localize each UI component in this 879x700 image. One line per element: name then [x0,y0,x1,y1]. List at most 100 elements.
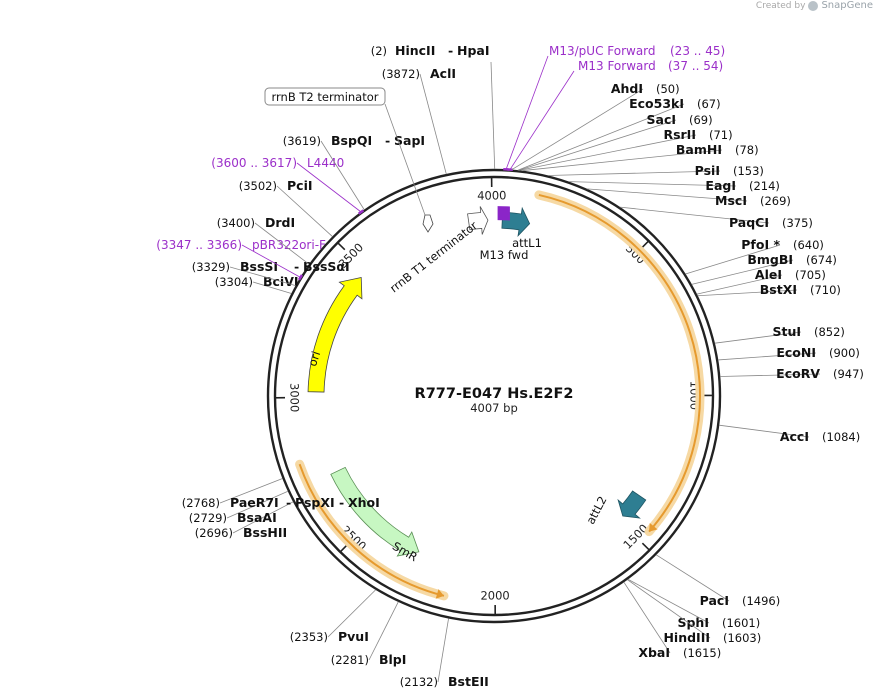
site-name-label: BstXI [760,282,797,297]
orf-arrowhead [435,589,444,599]
site-leader [718,352,817,361]
site-leader [568,181,737,187]
site-psii: PsiI (153) [547,163,764,178]
site-name-label: BssHII [243,525,287,540]
site-leader [419,73,447,175]
site-name-label: PacI [700,593,729,608]
site-leader [219,478,283,504]
site-name-label: StuI [772,324,801,339]
site-position-label: (674) [806,253,837,267]
site-position-label: (1496) [742,594,780,608]
feature-label-rrnb-t1-terminator: rrnB T1 terminator [387,218,480,295]
site-leader [719,424,810,438]
tick-label-4000: 4000 [477,188,506,202]
orf-halo [534,190,705,537]
site-leader [696,274,783,295]
site-separator: - [448,43,453,58]
site-position-label: (3304) [215,275,253,289]
site-separator: - [339,495,344,510]
plasmid-length: 4007 bp [470,401,518,415]
site-leader [623,581,671,654]
site-leader [229,266,296,287]
site-separator: - [286,495,291,510]
site-name-label: SphI [677,615,709,630]
site-leader [241,244,301,278]
site-name-label: EcoRV [776,366,820,381]
site-leader [714,331,802,344]
site-xbai: XbaI(1615) [623,581,721,660]
site-position-label: (71) [709,128,733,142]
site-position-label: (69) [689,113,713,127]
site-position-label: (2768) [182,496,220,510]
site-m13-puc-forward: (23 .. 45)M13/pUC Forward [503,44,725,171]
site-labels: HincII(2)-HpaI(23 .. 45)M13/pUC Forward(… [156,43,864,689]
site-position-label: (3400) [217,216,255,230]
site-name-label: AccI [780,429,809,444]
site-position-label: (640) [793,238,824,252]
site-position-label: (1601) [722,616,760,630]
site-m13-forward: (37 .. 54)M13 Forward [507,59,723,172]
snapgene-logo-icon [808,0,819,11]
site-blpi: (2281)BlpI [331,601,406,667]
site-position-label: (852) [814,325,845,339]
site-leader [327,589,377,638]
backbone-outer-ring [266,168,722,624]
site-name-label: BspQI [331,133,372,148]
site-name-label: M13 Forward [578,59,656,73]
site-name-label: HindIII [663,630,710,645]
site-name-label-3: XhoI [348,495,380,510]
site-position-label: (2) [371,44,387,58]
site-name-label: EcoNI [776,345,816,360]
site-position-label: (3872) [382,67,420,81]
rrnb-t2-label: rrnB T2 terminator [272,90,379,104]
site-name-label: AclI [430,66,456,81]
site-name-label: BsaAI [237,510,277,525]
site-name-label: XbaI [638,645,670,660]
site-name-label: Eco53kI [629,96,684,111]
site-acli: (3872) AclI [382,66,456,175]
site-bsteii: (2132)BstEII [400,618,489,689]
site-position-label: (2353) [290,630,328,644]
site-paqci: PaqCI(375) [619,206,813,230]
site-bsaai: (2729) BsaAI [189,490,289,525]
created-by-branding: Created by SnapGene [756,0,873,11]
site-leader [720,373,821,377]
site-name-label: BamHI [676,142,722,157]
site-name-label: PaeR7I [230,495,279,510]
site-leader [619,206,770,224]
site-leader [320,140,365,210]
site-bspqi: (3619)BspQI-SapI [283,133,425,210]
site-l4440: (3600 .. 3617)L4440 [211,156,365,215]
site-position-label: (153) [733,164,764,178]
site-name-label-2: PspXI [295,495,335,510]
site-position-label: (2696) [195,526,233,540]
site-position-label: (705) [795,268,826,282]
tick-500 [641,240,650,249]
site-separator: - [385,133,390,148]
feature-label-attl1: attL1 [512,236,542,250]
site-position-label: (2132) [400,675,438,689]
site-eagi: EagI(214) [568,178,780,193]
primer-mark [358,209,365,215]
site-position-label: (710) [810,283,841,297]
created-by-label: Created by [755,0,806,11]
site-name-label: BlpI [379,652,406,667]
site-position-label: (269) [760,194,791,208]
site-name-label: AhdI [611,81,643,96]
site-separator: - [294,259,299,274]
site-pfoi: PfoI *(640) [685,237,824,275]
site-acci: AccI(1084) [719,424,860,444]
site-name-label: EagI [705,178,736,193]
site-alei: AleI(705) [696,267,826,295]
site-eco53ki: Eco53kI(67) [517,96,721,171]
site-drdi: (3400)DrdI [217,215,310,265]
site-name-label: PsiI [695,163,720,178]
site-position-label: (947) [833,367,864,381]
site-position-label: (2729) [189,511,227,525]
site-msci: MscI(269) [586,188,791,208]
site-position-label: (3619) [283,134,321,148]
tick-label-3000: 3000 [287,383,301,412]
tick-label-2000: 2000 [480,588,509,602]
site-paer7i: (2768)PaeR7I-PspXI-XhoI [182,478,380,510]
site-name-label-2: HpaI [457,43,490,58]
